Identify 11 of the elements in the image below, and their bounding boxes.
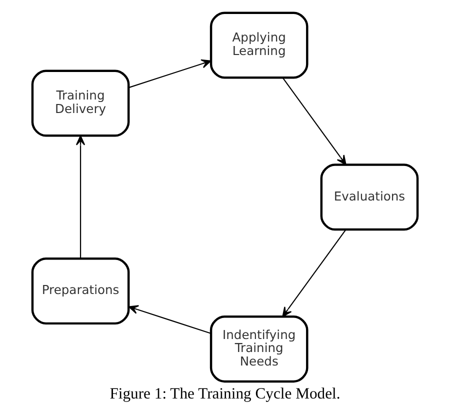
arrow: [128, 305, 210, 334]
node-box: Preparations: [30, 258, 130, 325]
node-box: Applying Learning: [209, 12, 308, 79]
node-box: Indentifying Training Needs: [209, 316, 308, 383]
caption: Figure 1: The Training Cycle Model.: [109, 385, 340, 402]
node-box: Training Delivery: [30, 70, 130, 137]
arrow: [282, 78, 346, 166]
arrow: [75, 135, 85, 258]
node-box: Evaluations: [320, 164, 418, 231]
arrow: [282, 229, 346, 318]
arrow: [128, 59, 211, 88]
